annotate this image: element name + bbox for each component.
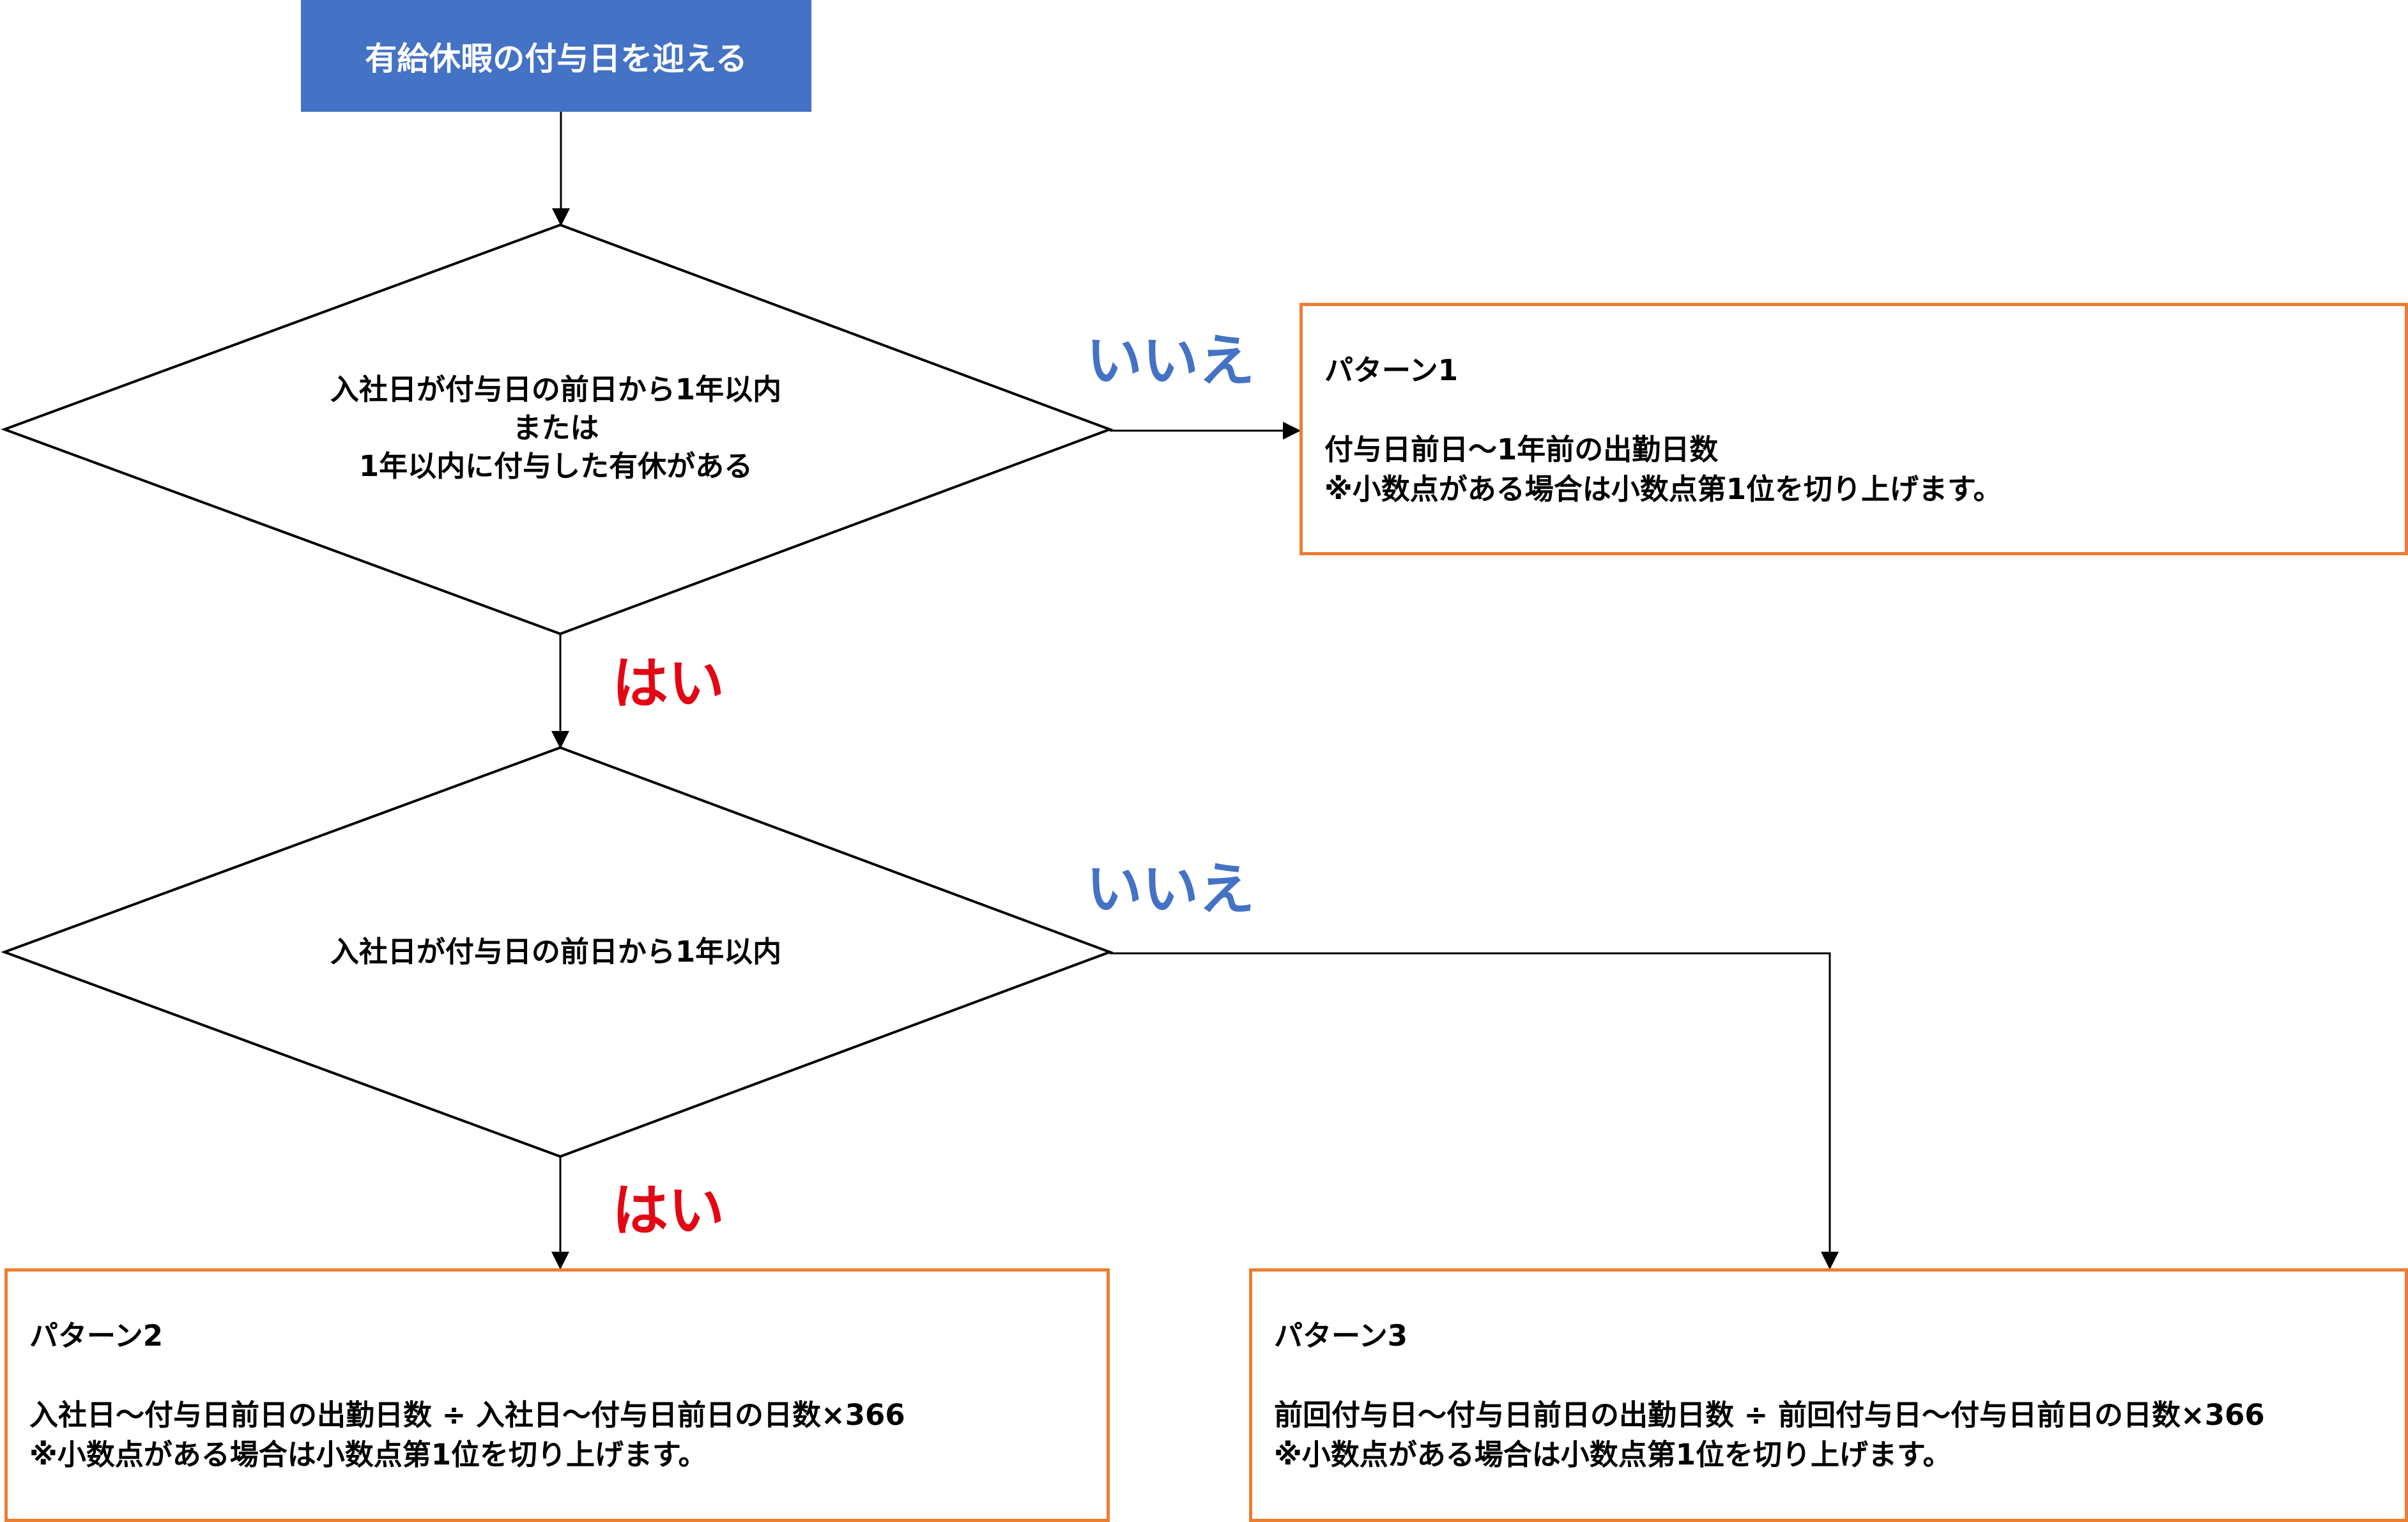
decision1-no-label: いいえ [1086,328,1255,394]
pattern2-box: パターン2 入社日〜付与日前日の出勤日数 ÷ 入社日〜付与日前日の日数×366 … [4,1268,1110,1522]
pattern3-note: ※小数点がある場合は小数点第1位を切り上げます。 [1274,1438,1952,1472]
pattern3-formula: 前回付与日〜付与日前日の出勤日数 ÷ 前回付与日〜付与日前日の日数×366 [1274,1398,2265,1432]
decision1-line-1: 入社日が付与日の前日から1年以内 [330,373,782,406]
decision1-yes-label: はい [612,650,725,716]
pattern2-title: パターン2 [29,1319,164,1353]
decision1-line-2: または [512,411,599,445]
decision2-label: 入社日が付与日の前日から1年以内 [128,926,984,978]
decision2-yes-label: はい [612,1178,725,1243]
start-node: 有給休暇の付与日を迎える [301,0,811,112]
pattern1-note: ※小数点がある場合は小数点第1位を切り上げます。 [1324,472,2002,506]
pattern3-box: パターン3 前回付与日〜付与日前日の出勤日数 ÷ 前回付与日〜付与日前日の日数×… [1249,1268,2408,1522]
decision2-text: 入社日が付与日の前日から1年以内 [330,935,782,969]
connector-decision2-no [1110,952,1839,1270]
pattern3-title: パターン3 [1274,1319,1408,1353]
pattern2-formula: 入社日〜付与日前日の出勤日数 ÷ 入社日〜付与日前日の日数×366 [29,1398,905,1432]
start-node-label: 有給休暇の付与日を迎える [365,40,748,77]
decision1-line-3: 1年以内に付与した有休がある [358,449,753,483]
pattern2-note: ※小数点がある場合は小数点第1位を切り上げます。 [29,1438,707,1472]
pattern1-title: パターン1 [1324,353,1459,387]
pattern1-formula: 付与日前日〜1年前の出勤日数 [1324,433,1719,466]
decision1-label: 入社日が付与日の前日から1年以内 または 1年以内に付与した有休がある [128,364,984,492]
pattern1-box: パターン1 付与日前日〜1年前の出勤日数 ※小数点がある場合は小数点第1位を切り… [1300,303,2408,555]
decision2-no-label: いいえ [1086,856,1255,922]
